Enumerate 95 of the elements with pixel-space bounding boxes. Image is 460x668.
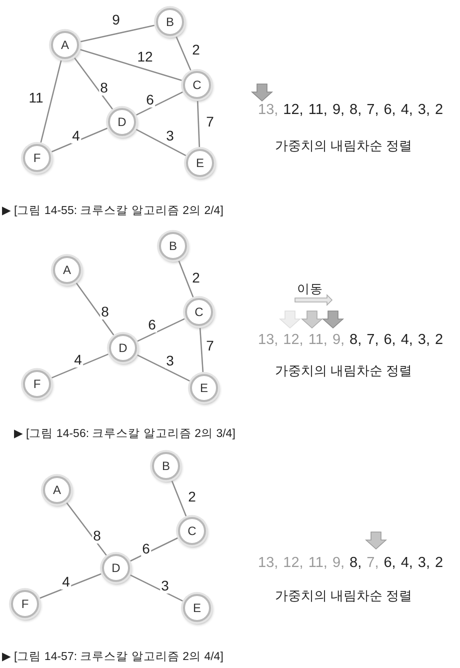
edge-line — [40, 573, 102, 599]
weight-value: 6, — [384, 555, 396, 571]
edge-line — [136, 92, 183, 116]
edge-label: 2 — [187, 490, 197, 504]
edge-line — [40, 60, 62, 143]
vertex-circle: D — [102, 554, 130, 582]
vertex-circle: B — [156, 8, 184, 36]
edge-line — [74, 57, 113, 110]
sort-note: 가중치의 내림차순 정렬 — [275, 362, 412, 380]
weight-value: 8, — [350, 332, 362, 348]
edge-line — [52, 354, 108, 378]
edge-line — [136, 128, 186, 156]
weight-value: 11, — [308, 332, 328, 348]
weight-value: 3, — [418, 332, 430, 348]
weight-value: 7, — [366, 102, 379, 118]
vertex-circle: E — [183, 594, 211, 622]
edge-label: 9 — [111, 12, 121, 28]
edge-label: 4 — [73, 352, 83, 368]
vertex-circle: B — [152, 452, 180, 480]
edge-label: 8 — [92, 528, 102, 544]
vertex-circle: A — [51, 31, 79, 59]
weight-value: 13, — [258, 332, 278, 348]
edge-line — [199, 328, 204, 372]
weight-value: 8, — [350, 555, 362, 571]
edge-label: 2 — [191, 270, 201, 286]
figure-caption: ▶ [그림 14-57: 크루스칼 알고리즘 2의 4/4] — [2, 650, 224, 664]
weight-value: 2 — [435, 555, 444, 571]
edge-label: 6 — [141, 542, 151, 556]
edge-label: 7 — [205, 338, 215, 354]
edge-line — [137, 354, 190, 382]
weight-value: 2 — [435, 332, 444, 348]
edge-line — [196, 100, 200, 148]
weight-value: 11, — [308, 555, 328, 571]
vertex-circle: E — [190, 374, 218, 402]
weight-value: 4, — [400, 102, 413, 118]
weight-value: 9, — [332, 555, 345, 571]
edge-label: 3 — [165, 354, 175, 368]
vertex-circle: F — [23, 370, 51, 398]
edge-label: 8 — [99, 80, 109, 96]
edge-line — [66, 502, 107, 556]
weight-value: 9, — [332, 332, 345, 348]
edge-label: 6 — [145, 92, 155, 108]
vertex-circle: A — [53, 256, 81, 284]
move-label: 이동 — [297, 281, 323, 298]
vertex-circle: C — [178, 517, 206, 545]
edge-label: 7 — [205, 114, 215, 130]
weight-value: 4, — [400, 555, 413, 571]
edge-label: 4 — [71, 128, 81, 144]
edge-line — [51, 128, 108, 152]
edge-label: 3 — [160, 578, 170, 594]
weight-value: 2 — [435, 102, 444, 118]
sort-note: 가중치의 내림차순 정렬 — [275, 587, 412, 605]
weight-value: 7, — [366, 332, 379, 348]
edge-label: 11 — [28, 90, 44, 106]
edge-label: 4 — [61, 574, 71, 590]
weight-value: 12, — [283, 102, 304, 118]
edge-line — [80, 24, 154, 42]
edge-line — [171, 480, 187, 516]
edge-label: 8 — [100, 304, 110, 320]
edge-line — [80, 49, 182, 81]
weight-value: 12, — [283, 332, 304, 348]
weight-value: 7, — [366, 555, 379, 571]
vertex-circle: A — [43, 476, 71, 504]
weight-value: 8, — [350, 102, 362, 118]
vertex-circle: C — [183, 71, 211, 99]
sort-note: 가중치의 내림차순 정렬 — [275, 137, 412, 155]
edge-label: 3 — [165, 128, 175, 144]
weight-value: 13, — [258, 102, 278, 118]
weight-value: 3, — [418, 102, 430, 118]
weight-value: 9, — [332, 102, 345, 118]
weight-value: 6, — [384, 332, 396, 348]
edge-line — [176, 36, 192, 71]
edge-line — [76, 282, 114, 336]
weight-value: 13, — [258, 555, 278, 571]
figure-caption: ▶ [그림 14-56: 크루스칼 알고리즘 2의 3/4] — [14, 427, 236, 441]
vertex-circle: D — [108, 108, 136, 136]
weight-value: 4, — [400, 332, 413, 348]
edge-line — [178, 260, 194, 298]
weight-value: 12, — [283, 555, 304, 571]
edge-line — [130, 574, 183, 602]
vertex-circle: F — [11, 590, 39, 618]
vertex-circle: E — [186, 149, 214, 177]
vertex-circle: B — [159, 232, 187, 260]
figure-caption: ▶ [그림 14-55: 크루스칼 알고리즘 2의 2/4] — [2, 204, 224, 218]
edge-label: 6 — [147, 318, 157, 332]
edge-label: 12 — [136, 50, 154, 64]
vertex-circle: D — [109, 334, 137, 362]
edge-line — [130, 537, 178, 562]
weight-value: 6, — [384, 102, 396, 118]
weight-value: 3, — [418, 555, 430, 571]
vertex-circle: F — [23, 144, 51, 172]
edge-label: 2 — [191, 42, 201, 58]
edge-line — [137, 318, 185, 342]
vertex-circle: C — [185, 298, 213, 326]
weight-value: 11, — [308, 102, 328, 118]
